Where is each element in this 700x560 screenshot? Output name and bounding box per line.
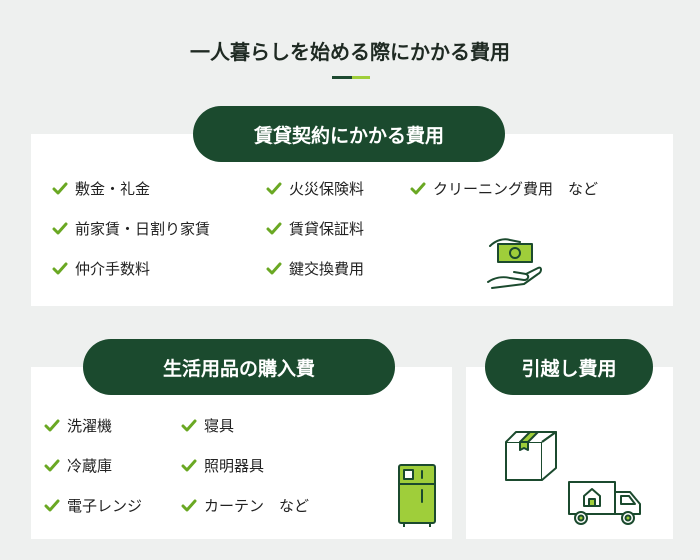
list-item: 電子レンジ: [44, 495, 142, 516]
refrigerator-icon: [398, 464, 436, 527]
check-icon: [266, 222, 282, 236]
check-icon: [181, 499, 197, 513]
check-icon: [266, 182, 282, 196]
list-item: クリーニング費用 など: [410, 178, 598, 199]
money-hand-icon: [487, 238, 542, 289]
goods-cost-card: [31, 367, 452, 539]
list-item: 寝具: [181, 415, 234, 436]
moving-truck-icon: [568, 481, 641, 525]
check-icon: [44, 459, 60, 473]
check-icon: [52, 182, 68, 196]
list-item: 洗濯機: [44, 415, 112, 436]
list-item: 冷蔵庫: [44, 455, 112, 476]
list-item: カーテン など: [181, 495, 309, 516]
check-icon: [44, 499, 60, 513]
cardboard-box-icon: [505, 431, 557, 481]
list-item: 照明器具: [181, 455, 264, 476]
list-item: 賃貸保証料: [266, 218, 364, 239]
goods-cost-heading: 生活用品の購入費: [83, 339, 395, 395]
list-item: 敷金・礼金: [52, 178, 150, 199]
check-icon: [410, 182, 426, 196]
list-item: 火災保険料: [266, 178, 364, 199]
rental-cost-heading: 賃貸契約にかかる費用: [193, 106, 505, 162]
check-icon: [181, 459, 197, 473]
page-title: 一人暮らしを始める際にかかる費用: [190, 40, 510, 64]
list-item: 鍵交換費用: [266, 258, 364, 279]
check-icon: [52, 262, 68, 276]
moving-cost-heading: 引越し費用: [485, 339, 653, 395]
check-icon: [181, 419, 197, 433]
title-underline: [332, 76, 370, 79]
check-icon: [266, 262, 282, 276]
list-item: 仲介手数料: [52, 258, 150, 279]
rental-cost-card: [31, 134, 673, 306]
list-item: 前家賃・日割り家賃: [52, 218, 210, 239]
check-icon: [44, 419, 60, 433]
check-icon: [52, 222, 68, 236]
